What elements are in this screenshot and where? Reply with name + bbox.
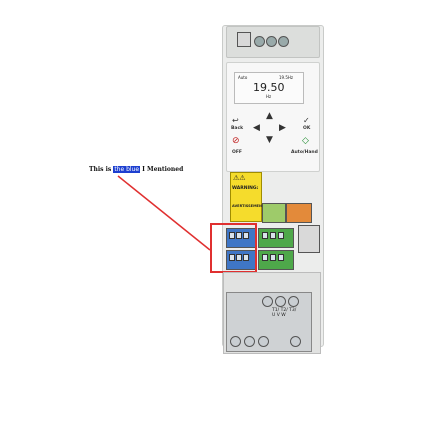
auto-hand-label: Auto/Hand bbox=[291, 150, 318, 155]
off-label: OFF bbox=[232, 150, 242, 155]
ok-label: OK bbox=[303, 126, 311, 131]
lcd-mode: Auto bbox=[238, 75, 248, 80]
power-screw bbox=[262, 296, 273, 307]
callout-highlight-box bbox=[210, 223, 257, 273]
terminal-pin bbox=[270, 254, 276, 261]
terminal-label-w: W bbox=[281, 313, 286, 318]
left-arrow-icon[interactable]: ◀ bbox=[253, 123, 260, 133]
annotation-suffix: I Mentioned bbox=[140, 166, 184, 173]
lcd-display: Auto 19.5Hz 19.50 Hz bbox=[234, 72, 304, 104]
terminal-pin bbox=[262, 254, 268, 261]
comm-port bbox=[298, 225, 320, 253]
terminal-pin bbox=[236, 232, 242, 239]
lcd-readout: 19.50 bbox=[253, 81, 285, 94]
warning-label: ⚠⚠ WARNING: AVERTISSEMENT bbox=[230, 172, 265, 222]
back-icon[interactable]: ↩ bbox=[232, 116, 239, 125]
terminal-pin bbox=[229, 254, 235, 261]
top-screw-1 bbox=[254, 36, 265, 47]
power-screw bbox=[288, 296, 299, 307]
ground-screw bbox=[258, 336, 269, 347]
warning-title: WARNING: bbox=[232, 186, 259, 191]
terminal-pin bbox=[262, 232, 268, 239]
terminal-pin bbox=[243, 254, 249, 261]
back-label: Back bbox=[231, 126, 244, 131]
terminal-labels: T1/ T2/ T3/ U V W bbox=[272, 308, 296, 318]
top-screw-3 bbox=[278, 36, 289, 47]
terminal-pin bbox=[229, 232, 235, 239]
terminal-label-t2: T2/ bbox=[280, 308, 288, 313]
warning-title-fr: AVERTISSEMENT bbox=[232, 204, 265, 208]
up-arrow-icon[interactable]: ▲ bbox=[266, 111, 273, 121]
lcd-unit: Hz bbox=[266, 94, 272, 99]
ok-check-icon[interactable]: ✓ bbox=[303, 116, 310, 125]
terminal-pin bbox=[278, 254, 284, 261]
top-screw-2 bbox=[266, 36, 277, 47]
terminal-pin bbox=[278, 232, 284, 239]
terminal-pin bbox=[243, 232, 249, 239]
terminal-label-t1: T1/ bbox=[272, 308, 280, 313]
annotation-prefix: This is bbox=[89, 166, 114, 173]
terminal-pin bbox=[270, 232, 276, 239]
terminal-pin bbox=[236, 254, 242, 261]
ground-screw bbox=[230, 336, 241, 347]
ground-screw bbox=[290, 336, 301, 347]
right-arrow-icon[interactable]: ▶ bbox=[279, 123, 286, 133]
terminal-label-u: U bbox=[272, 313, 276, 318]
terminal-label-v: V bbox=[276, 313, 280, 318]
ground-screw bbox=[244, 336, 255, 347]
start-icon[interactable]: ◇ bbox=[302, 136, 309, 146]
green-connector-top bbox=[262, 203, 286, 223]
stop-icon[interactable]: ⊘ bbox=[232, 136, 240, 146]
orange-connector bbox=[286, 203, 312, 223]
warning-icons: ⚠⚠ bbox=[233, 174, 246, 182]
down-arrow-icon[interactable]: ▼ bbox=[266, 135, 273, 145]
brand-logo bbox=[237, 32, 251, 47]
annotation-highlight: the blue bbox=[113, 166, 141, 173]
power-screw bbox=[275, 296, 286, 307]
lcd-setpoint: 19.5Hz bbox=[279, 75, 294, 80]
terminal-label-t3: T3/ bbox=[289, 308, 297, 313]
annotation-text: This is the blue I Mentioned bbox=[89, 166, 183, 173]
